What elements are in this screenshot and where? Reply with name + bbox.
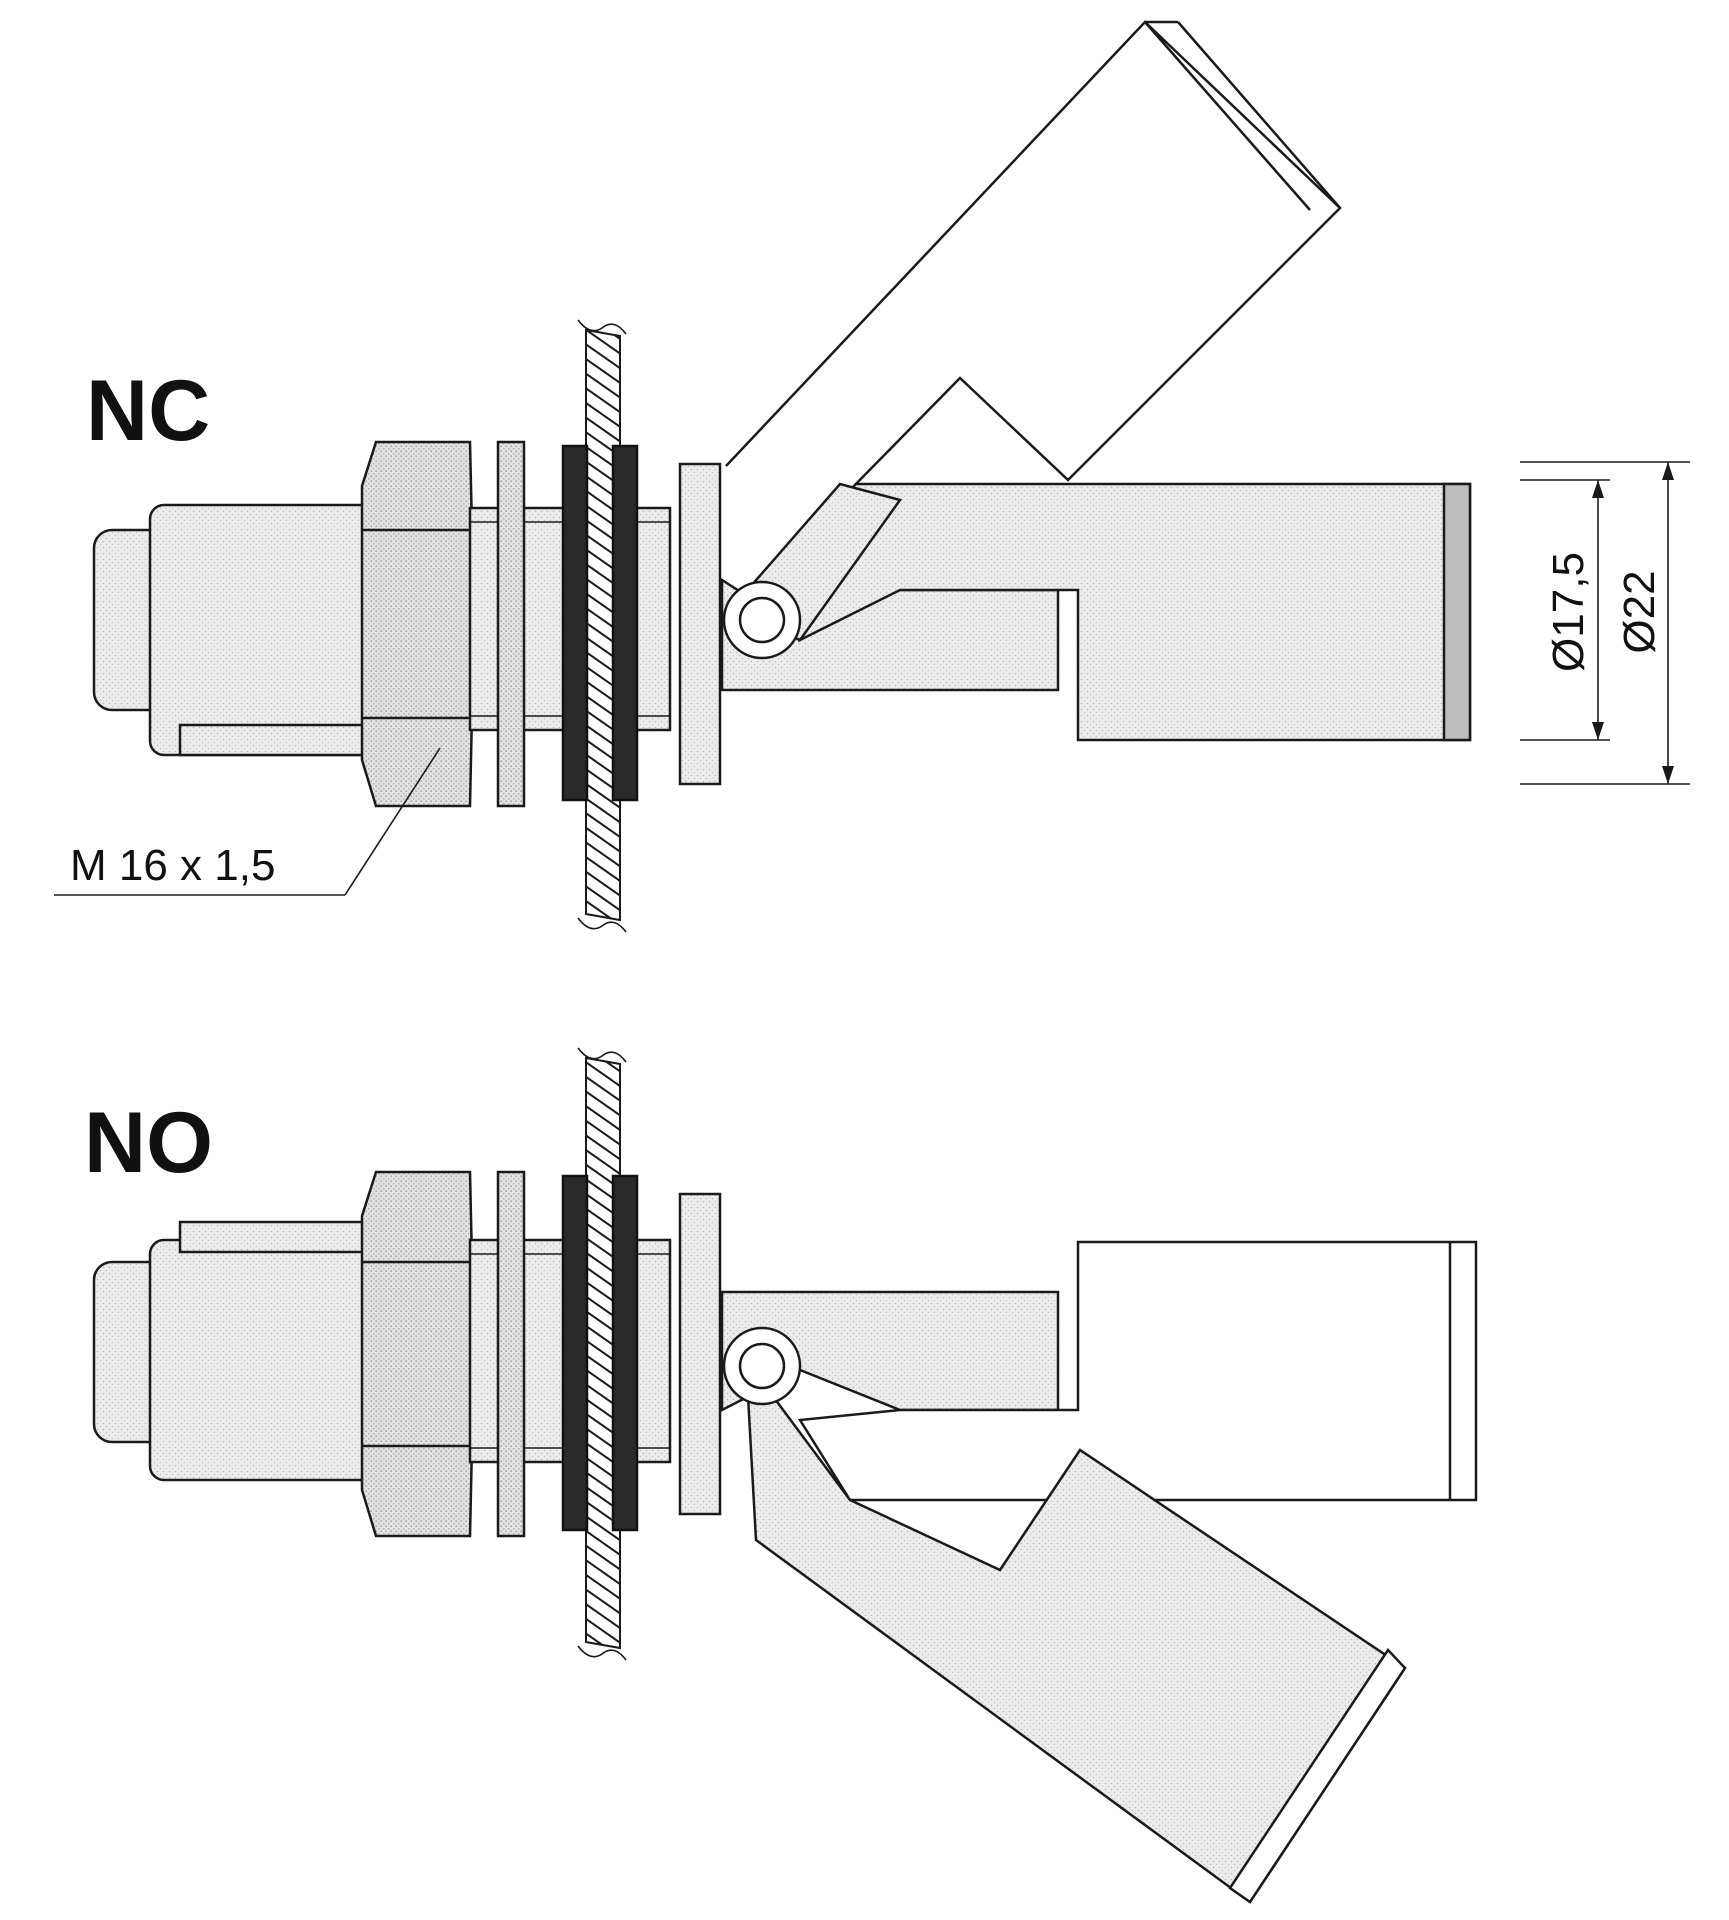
- gasket-right: [611, 1174, 639, 1532]
- dim-inner-label: Ø17,5: [1544, 552, 1593, 672]
- hex-nut: [360, 1170, 474, 1538]
- no-assembly: NO: [84, 1047, 1478, 1904]
- washer: [496, 440, 526, 808]
- washer: [496, 1170, 526, 1538]
- flange: [678, 462, 722, 786]
- dimensions: Ø17,5 Ø22: [1520, 461, 1690, 785]
- flange: [678, 1192, 722, 1516]
- stem-thread-lower: [178, 723, 372, 757]
- gasket-right: [611, 444, 639, 802]
- float-cap: [1228, 1647, 1407, 1904]
- stem-thread-upper: [178, 1220, 372, 1254]
- float-horizontal-outline: [797, 1240, 1478, 1502]
- nc-label: NC: [86, 363, 210, 459]
- gasket-left: [561, 1174, 589, 1532]
- float-raised-outline: [725, 20, 1342, 491]
- gasket-left: [561, 444, 589, 802]
- thread-label: M 16 x 1,5: [70, 841, 275, 890]
- threaded-stem: [148, 503, 392, 757]
- hex-nut: [360, 440, 474, 808]
- no-label: NO: [84, 1095, 213, 1191]
- nc-assembly: NC: [54, 20, 1690, 933]
- float-cap: [1442, 482, 1472, 742]
- dim-outer-label: Ø22: [1615, 570, 1664, 653]
- float-lowered: [744, 1355, 1407, 1904]
- threaded-stem: [148, 1238, 392, 1482]
